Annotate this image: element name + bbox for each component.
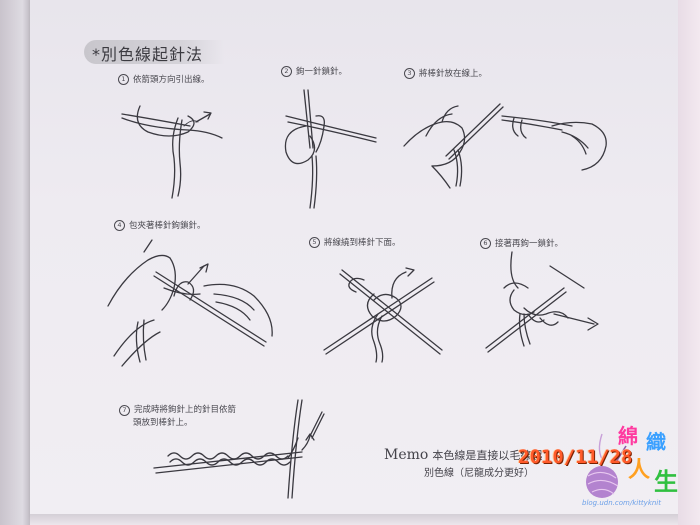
step-2-text: 鉤一針鎖針。 [296,67,348,77]
step-3-illustration [402,96,612,196]
watermark-char-2: 織 [646,430,666,454]
left-page-edge [0,0,32,525]
step-5-text: 將線繞到棒針下面。 [324,238,401,248]
step-2-caption: 2 鉤一針鎖針。 [281,65,347,77]
step-7-number: 7 [119,404,130,416]
watermark-url: blog.udn.com/kittyknit [582,499,661,507]
step-7-caption: 7 完成時將鉤針上的針目依箭 頭放到棒針上。 [119,404,236,429]
step-3-caption: 3 將棒針放在線上。 [404,67,487,79]
step-3-text: 將棒針放在線上。 [419,69,488,79]
step-5-number: 5 [309,236,320,248]
right-fabric [678,0,700,525]
step-1-number: 1 [118,73,129,85]
memo-text-2: 別色線（尼龍成分更好） [424,468,534,479]
step-7-illustration [152,398,328,502]
page-bottom-edge [30,514,678,525]
step-4-text: 包夾著棒針鉤鎖針。 [129,221,206,231]
step-4-caption: 4 包夾著棒針鉤鎖針。 [114,219,206,231]
step-7-text-line2: 頭放到棒針上。 [133,417,193,428]
watermark-char-4: 生 [654,468,678,496]
step-4-number: 4 [114,219,125,231]
step-2-number: 2 [281,65,292,77]
step-5-caption: 5 將線繞到棒針下面。 [309,236,401,248]
step-2-illustration [276,86,386,210]
photo-timestamp: 2010/11/28 [518,446,633,468]
yarn-ball-icon [582,432,630,500]
memo-text-1: 本色線是直接以毛線起 [432,449,543,462]
book-page [30,0,679,518]
step-7-text-line1: 完成時將鉤針上的針目依箭 [134,405,237,415]
step-1-caption: 1 依箭頭方向引出線。 [118,73,210,85]
step-4-illustration [104,236,284,374]
memo-label: Memo [384,447,429,463]
step-5-illustration [322,254,450,364]
step-6-caption: 6 接著再鉤一鎖針。 [480,237,563,249]
step-6-number: 6 [480,237,491,249]
step-1-text: 依箭頭方向引出線。 [133,75,210,85]
header-band [84,40,224,64]
step-1-illustration [118,88,228,200]
step-6-text: 接著再鉤一鎖針。 [495,239,564,249]
page-title: *別色線起針法 [92,45,204,64]
step-3-number: 3 [404,67,415,79]
watermark-char-1: 綿 [618,424,638,448]
watermark-char-3: 人 [628,458,651,483]
step-6-illustration [484,248,614,358]
